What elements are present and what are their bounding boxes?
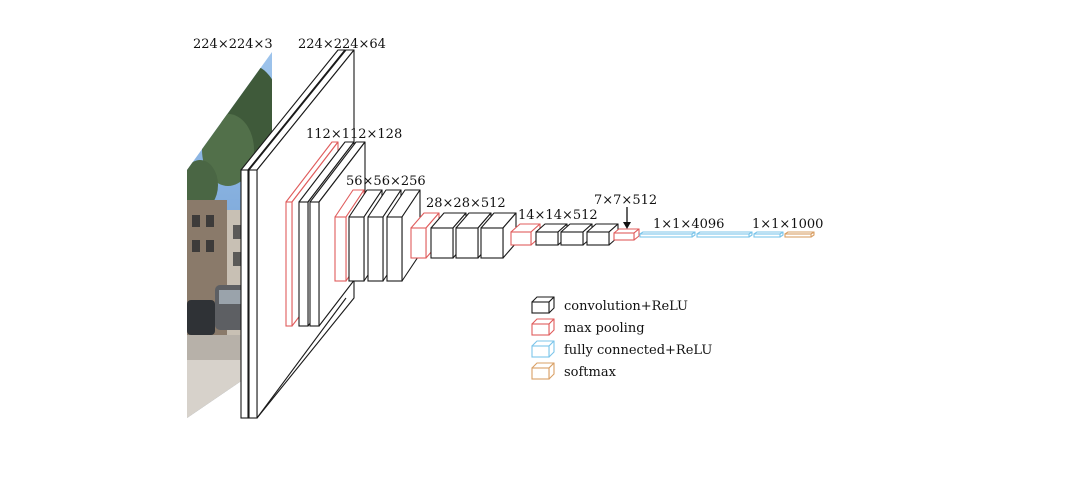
label-conv2-dims: 112×112×128 [306, 127, 402, 142]
legend-item-conv: convolution+ReLU [531, 296, 688, 314]
label-fc-dims: 1×1×4096 [653, 217, 724, 232]
conv1-perspective-edge [256, 297, 347, 419]
legend-cube-softmax [531, 362, 555, 380]
label-conv5-dims: 14×14×512 [518, 208, 598, 223]
legend-cube-conv [531, 296, 555, 314]
legend-swatch-pool-icon [531, 318, 555, 336]
label-conv4-dims: 28×28×512 [426, 196, 506, 211]
label-conv3-dims: 56×56×256 [346, 174, 426, 189]
legend-cube-fc [531, 340, 555, 358]
legend-label-fc: fully connected+ReLU [564, 343, 712, 358]
fc-block-1 [639, 231, 696, 238]
legend-item-softmax: softmax [531, 362, 617, 380]
legend-item-pool: max pooling [531, 318, 645, 336]
pool4-block [510, 223, 541, 246]
arrow-icon [623, 207, 631, 229]
fc-block-3 [753, 231, 784, 238]
label-conv1-dims: 224×224×64 [298, 37, 386, 52]
conv5-block-3 [586, 223, 619, 246]
legend-item-fc: fully connected+ReLU [531, 340, 712, 358]
legend-label-softmax: softmax [564, 365, 617, 380]
legend-swatch-softmax-icon [531, 362, 555, 380]
fc-block-2 [696, 231, 753, 238]
legend-cube-pool [531, 318, 555, 336]
pool5-block [613, 228, 640, 241]
label-input-dims: 224×224×3 [193, 37, 273, 52]
label-softmax-dims: 1×1×1000 [752, 217, 823, 232]
layer-blocks [240, 49, 815, 419]
legend-swatch-fc-icon [531, 340, 555, 358]
conv4-block-3 [480, 212, 517, 259]
legend-label-conv: convolution+ReLU [564, 299, 688, 314]
softmax-block [784, 231, 815, 238]
legend-label-pool: max pooling [564, 321, 645, 336]
label-pool5-dims: 7×7×512 [594, 193, 657, 208]
legend-swatch-conv-icon [531, 296, 555, 314]
legend: convolution+ReLU max pooling fully conne… [531, 296, 712, 380]
